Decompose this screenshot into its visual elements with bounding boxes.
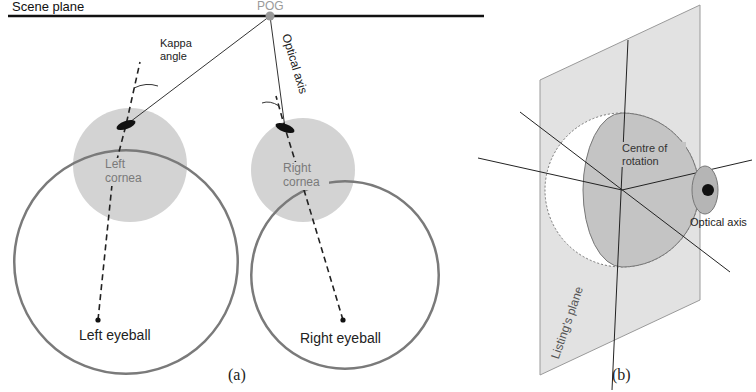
figure-label: POG: [257, 0, 284, 14]
anatomy-circle: Right cornea: [251, 118, 355, 222]
centre-dot: [95, 317, 100, 322]
node-label: Right cornea: [281, 162, 329, 190]
visual-axis: [126, 16, 270, 125]
figure-label: Kappa angle: [160, 37, 208, 62]
scene-plane-line: [8, 15, 484, 18]
node-label: Left cornea: [103, 158, 153, 186]
optical-axis-line: [622, 160, 752, 190]
pupil: [274, 121, 296, 135]
node-label: Left eyeball: [77, 327, 153, 343]
pupil: [702, 184, 714, 196]
centre-dot: [340, 317, 345, 322]
figure-label: (b): [612, 366, 631, 384]
rotation-axis: [520, 112, 730, 272]
figure-label: Optical axis: [278, 32, 309, 95]
rotation-axis: [478, 158, 622, 190]
visual-axis: [270, 16, 285, 128]
node-label: Centre of rotation: [620, 142, 686, 167]
rotation-axis: [612, 40, 628, 390]
centre-dot: [110, 172, 115, 177]
cornea-bump: [692, 166, 718, 214]
kappa-arc: [134, 84, 158, 88]
optical-axis: [98, 62, 140, 320]
figure-label: Optical axis: [690, 216, 747, 229]
pupil: [115, 118, 137, 132]
angle-arc: [262, 102, 279, 106]
figure-label: Scene plane: [12, 0, 84, 15]
figure-label: (a): [228, 366, 246, 384]
centre-dot: [298, 177, 303, 182]
anatomy-circle: Right eyeball: [250, 180, 440, 370]
node-label: Right eyeball: [298, 330, 383, 346]
